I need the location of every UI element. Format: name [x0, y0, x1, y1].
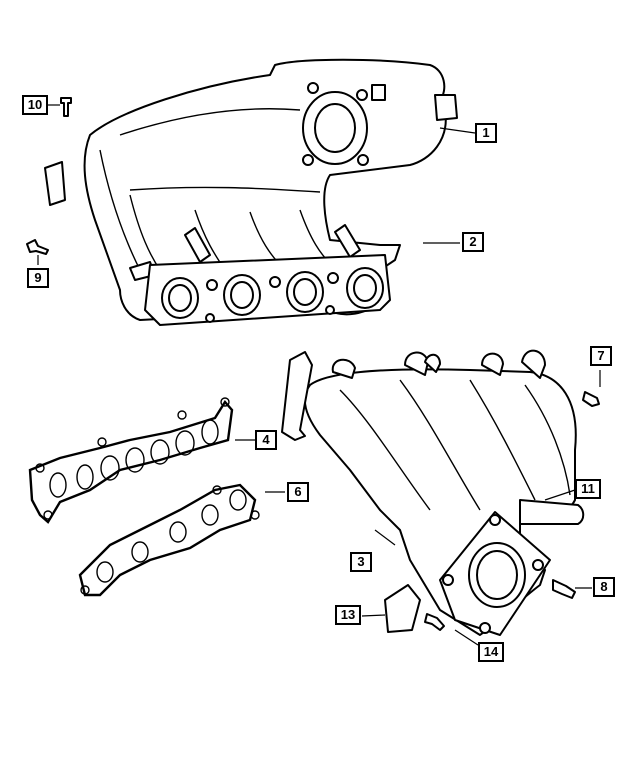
callout-3[interactable]: 3: [350, 552, 372, 572]
callout-7[interactable]: 7: [590, 346, 612, 366]
bolt-14: [424, 613, 445, 631]
exhaust-bracket-4: [281, 351, 313, 441]
callout-4[interactable]: 4: [255, 430, 277, 450]
callout-9[interactable]: 9: [27, 268, 49, 288]
bolt-9: [26, 239, 49, 255]
callout-1[interactable]: 1: [475, 123, 497, 143]
callout-11[interactable]: 11: [575, 479, 601, 499]
callout-14[interactable]: 14: [478, 642, 504, 662]
bolt-8: [552, 579, 576, 599]
bolt-7: [582, 391, 600, 407]
intake-manifold-gasket: [28, 397, 234, 524]
callout-10[interactable]: 10: [22, 95, 48, 115]
callout-2[interactable]: 2: [462, 232, 484, 252]
bolt-10: [60, 97, 72, 117]
callout-13[interactable]: 13: [335, 605, 361, 625]
callout-8[interactable]: 8: [593, 577, 615, 597]
exhaust-manifold: [303, 349, 585, 636]
exhaust-manifold-gasket: [78, 483, 260, 597]
callout-6[interactable]: 6: [287, 482, 309, 502]
intake-manifold: [44, 58, 458, 326]
leader-lines: [37, 104, 601, 646]
